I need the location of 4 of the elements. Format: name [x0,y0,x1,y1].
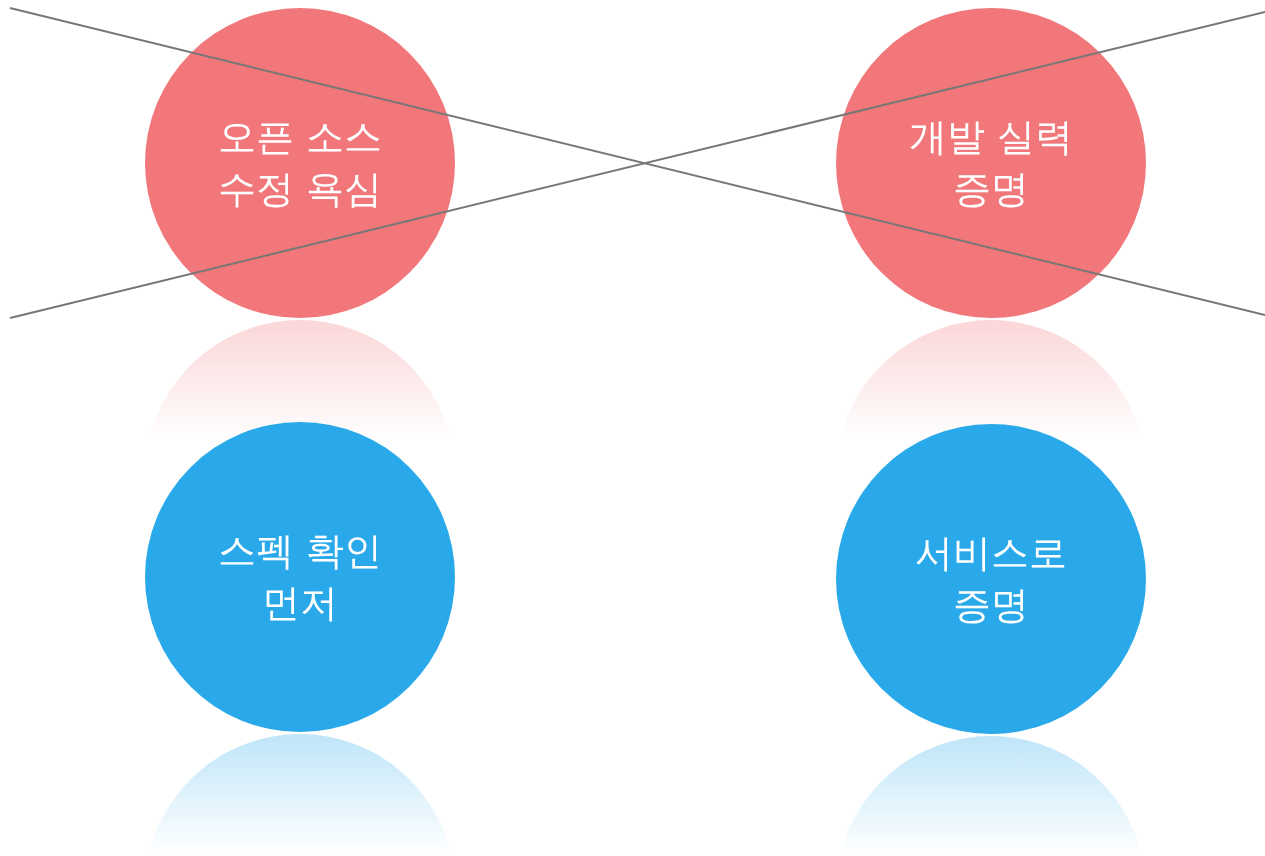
circle-label: 오픈 소스 수정 욕심 [216,114,384,213]
circle-label: 개발 실력 증명 [907,114,1075,213]
circle-label: 스펙 확인 먼저 [216,528,384,627]
circle-label: 서비스로 증명 [914,530,1068,629]
